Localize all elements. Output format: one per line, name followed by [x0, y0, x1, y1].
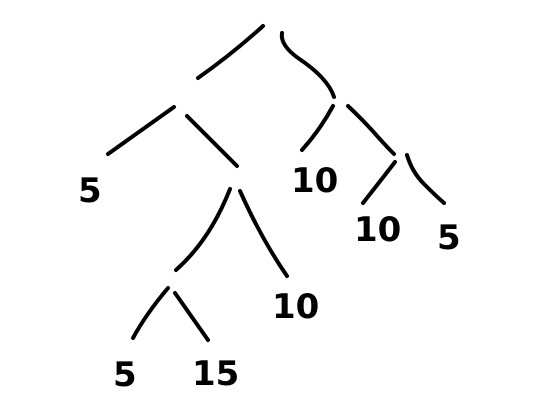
leaf-c-label: 10: [354, 210, 401, 250]
edge-node-to-10: [361, 160, 397, 205]
leaf-g-label: 15: [192, 354, 239, 394]
leaf-a-label: 5: [78, 171, 102, 211]
edge-node-to-5: [405, 153, 446, 205]
leaf-b-label: 10: [291, 161, 338, 201]
edge-root-left: [196, 24, 265, 80]
edge-right-to-10: [300, 104, 335, 152]
edge-lower-to-15: [173, 291, 210, 342]
edge-lower-to-5: [131, 286, 170, 340]
edge-left-to-5: [106, 105, 176, 156]
leaf-f-label: 5: [113, 355, 137, 395]
edge-inner-to-lower: [174, 187, 232, 272]
edge-inner-to-10: [238, 189, 289, 278]
edge-root-right: [279, 31, 336, 99]
leaf-d-label: 5: [437, 218, 461, 258]
edge-right-to-node: [346, 104, 396, 156]
leaf-e-label: 10: [272, 287, 319, 327]
edge-left-to-inner: [185, 114, 239, 168]
